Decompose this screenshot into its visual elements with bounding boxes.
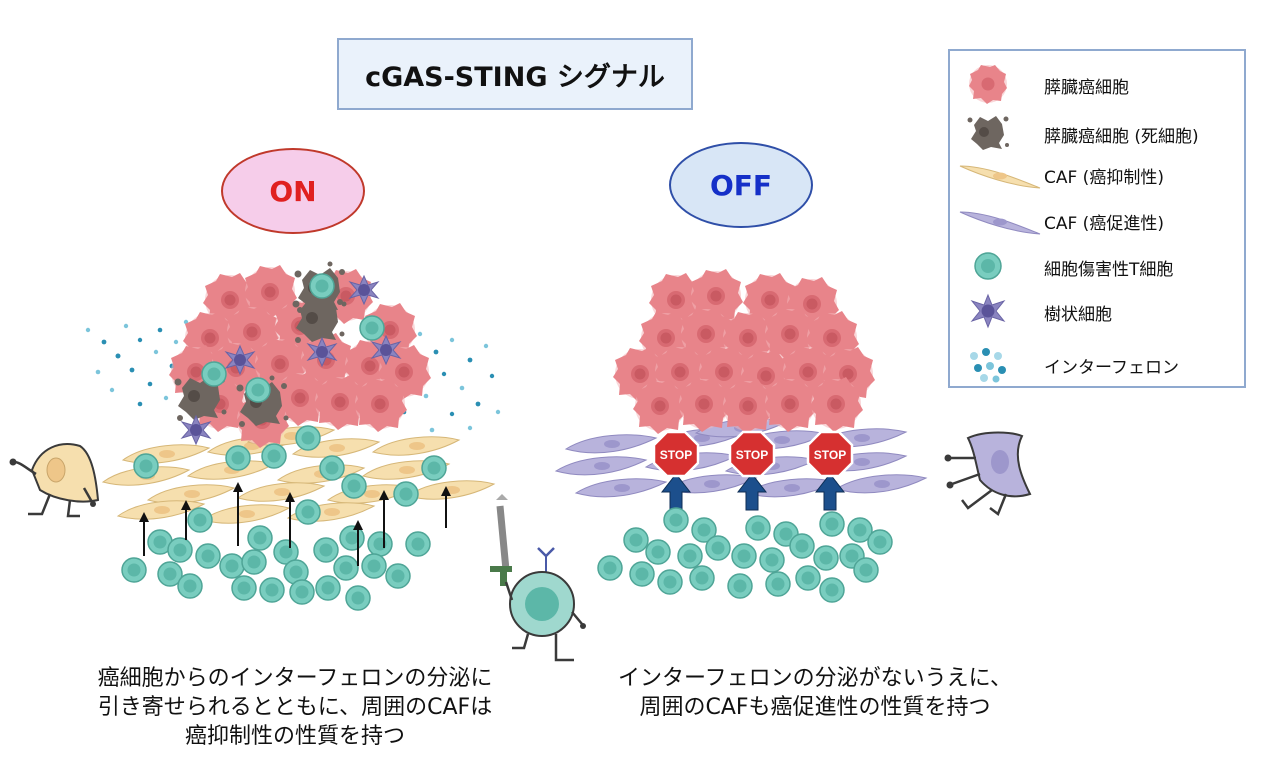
legend-label: 細胞傷害性T細胞 [1044,260,1174,280]
title-box: cGAS-STING シグナル [337,38,693,110]
t-cell-cluster-off [597,507,893,603]
off-panel: STOP STOP STOP [555,269,1032,603]
off-state-label: OFF [669,142,813,228]
cytotoxic-t-cell-icon [974,252,1002,280]
legend-item-cancer: 膵臓癌細胞 [950,64,1246,104]
on-panel [9,261,501,611]
caption-off: インターフェロンの分泌がないうえに、 周囲のCAFも癌促進性の性質を持つ [580,664,1050,722]
attraction-arrows [139,482,451,566]
caption-line: 周囲のCAFも癌促進性の性質を持つ [639,695,991,720]
legend-item-interferon: インターフェロン [950,344,1246,384]
caf-promoting-icon [959,211,1041,235]
dendritic-cell-icon [970,293,1006,329]
caf-suppressive-icon [959,165,1041,189]
legend-item-t-cell: 細胞傷害性T細胞 [950,246,1246,286]
legend-label: 膵臓癌細胞 (死細胞) [1044,127,1199,147]
legend-item-dead-cancer: 膵臓癌細胞 (死細胞) [950,113,1246,153]
stop-blockade: STOP STOP STOP [652,430,854,511]
off-label: OFF [709,168,773,202]
on-state-label: ON [221,148,365,234]
caption-line: 癌細胞からのインターフェロンの分泌に [97,666,493,691]
on-label: ON [269,174,317,208]
caption-on: 癌細胞からのインターフェロンの分泌に 引き寄せられるとともに、周囲のCAFは 癌… [40,664,550,751]
stop-label: STOP [814,448,846,462]
legend-label: 膵臓癌細胞 [1044,78,1129,98]
interferon-icon [970,348,1006,383]
tumor-mass-on [169,261,431,451]
legend-label: インターフェロン [1044,358,1179,378]
dead-cancer-cell-icon [967,116,1009,150]
diagram-title: cGAS-STING シグナル [365,61,665,93]
pancreatic-cancer-cell-icon [969,65,1007,104]
caption-line: 引き寄せられるとともに、周囲のCAFは [97,695,493,720]
legend: 膵臓癌細胞 膵臓癌細胞 (死細胞) CAF (癌抑制性) CAF (癌促進性) … [948,49,1246,388]
legend-item-caf-suppressive: CAF (癌抑制性) [950,154,1246,194]
legend-label: 樹状細胞 [1044,305,1112,325]
t-cell-character [490,494,586,662]
caption-line: 癌抑制性の性質を持つ [184,724,405,749]
tumor-mass-off [613,269,875,434]
legend-label: CAF (癌抑制性) [1044,168,1164,188]
caption-line: インターフェロンの分泌がないうえに、 [617,666,1013,691]
caf-suppressive-character [9,443,100,518]
caf-promoting-character [944,431,1032,516]
stop-label: STOP [660,448,692,462]
legend-item-caf-promoting: CAF (癌促進性) [950,200,1246,240]
stop-label: STOP [736,448,768,462]
legend-item-dendritic: 樹状細胞 [950,291,1246,331]
up-arrow [660,473,846,511]
legend-label: CAF (癌促進性) [1044,214,1164,234]
